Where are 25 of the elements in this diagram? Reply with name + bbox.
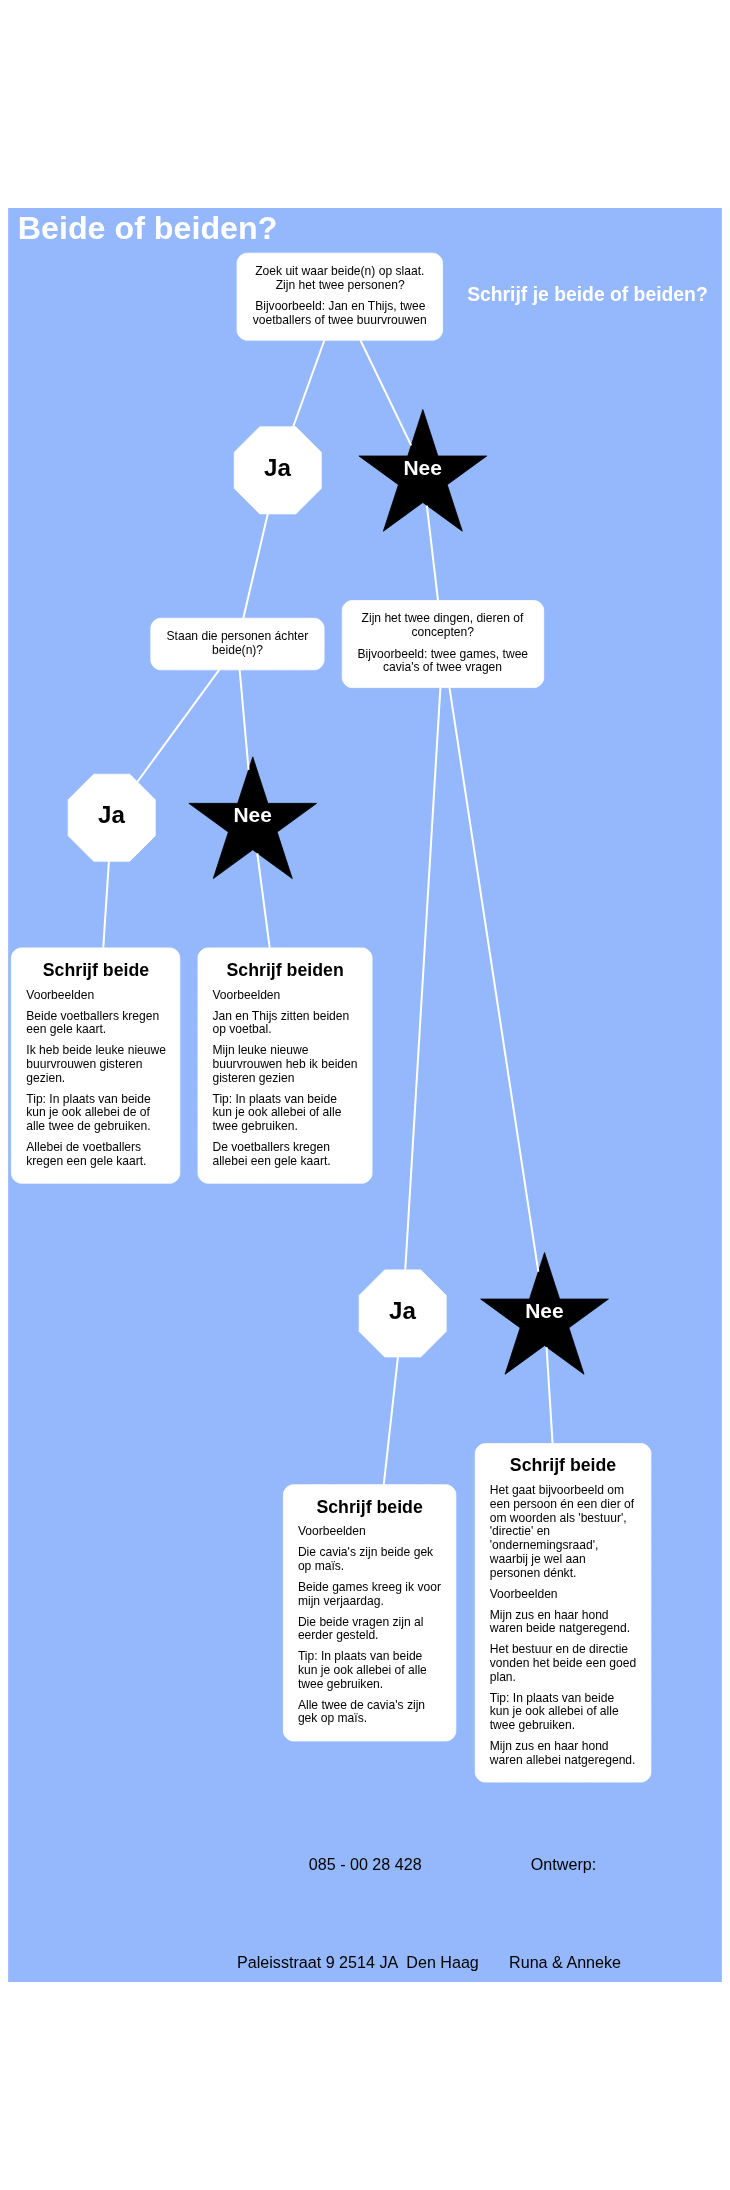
label: Paleisstraat 9 2514 JA Den Haag [237, 1953, 479, 1972]
label: Schrijf je beide of beiden? [467, 282, 708, 305]
label: Ontwerp: [530, 1854, 597, 1873]
connector [256, 853, 271, 948]
connector [238, 669, 250, 770]
connector [359, 339, 413, 446]
connector [242, 513, 269, 619]
node-box: Schrijf beide Voorbeelden Beide voetballers kregen een gele kaart. Ik heb beide leuke nieuwe buurvrouwen gisteren gezien. Tip: In plaats van beide kun je ook allebei de of alle twee de gebruiken. Allebei de voetballers kregen een gele kaart. [10, 947, 181, 1184]
node-box: Schrijf beide Voorbeelden Die cavia's zijn beide gek op maïs. Beide games kreeg ik voor mijn verjaardag. Die beide vragen zijn al eerder gesteld. Tip: In plaats van beide kun je ook allebei of alle twee gebruiken. Alle twee de cavia's zijn gek op maïs. [283, 1484, 457, 1742]
node-box: Zoek uit waar beide(n) op slaat. Zijn het twee personen? Bijvoorbeeld: Jan en Thijs, twee voetballers of twee buurvrouwen [236, 252, 443, 341]
connector [448, 687, 540, 1272]
connector [404, 687, 442, 1270]
label: Runa & Anneke [509, 1953, 622, 1972]
connector [382, 1357, 399, 1485]
node-box: Schrijf beiden Voorbeelden Jan en Thijs zitten beiden op voetbal. Mijn leuke nieuwe buurvrouwen heb ik beiden gisteren gezien Tip: In plaats van beide kun je ook allebei of alle twee gebruiken. De voetballers kregen allebei een gele kaart. [197, 947, 373, 1184]
node-box: Schrijf beide Het gaat bijvoorbeeld om een persoon én een dier of om woorden als 'bestuur', 'directie' en 'ondernemingsraad', waarbij je wel aan personen dénkt. Voorbeelden Mijn zus en haar hond waren beide natgeregend. Het bestuur en de directie vonden het beide een goed plan. Tip: In plaats van beide kun je ook allebei of alle twee gebruiken. Mijn zus en haar hond waren allebei natgeregend. [474, 1443, 652, 1783]
node-box: Zijn het twee dingen, dieren of concepten? Bijvoorbeeld: twee games, twee cavia's of twee vragen [341, 600, 545, 688]
label: 085 - 00 28 428 [308, 1854, 422, 1873]
connector [102, 861, 110, 948]
connector [425, 505, 439, 601]
connector [292, 339, 326, 428]
connector [136, 669, 220, 783]
diagram-title: Beide of beiden? [17, 210, 278, 247]
node-box: Staan die personen áchter beide(n)? [150, 617, 325, 671]
connector [545, 1347, 554, 1444]
